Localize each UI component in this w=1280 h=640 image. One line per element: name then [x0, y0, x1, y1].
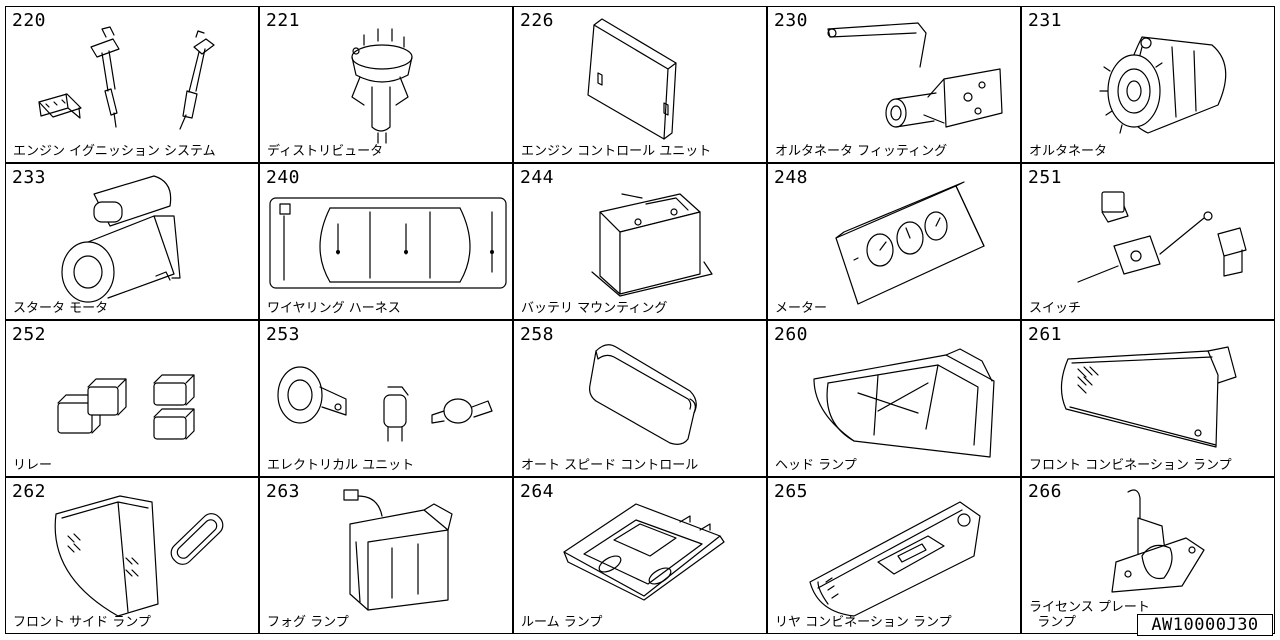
switch-icon	[1077, 191, 1247, 283]
engine-control-unit-icon	[587, 18, 677, 140]
catalog-cell-240[interactable]: 240 ワイヤリング ハーネス	[259, 163, 513, 320]
part-code: 233	[12, 167, 47, 188]
part-name: メーター	[775, 301, 828, 316]
part-code: 265	[774, 481, 809, 502]
catalog-cell-253[interactable]: 253 エレクトリカル ユニット	[259, 320, 513, 477]
catalog-cell-264[interactable]: 264 ルーム ランプ	[513, 477, 767, 634]
part-name: リレー	[13, 458, 53, 473]
ignition-system-icon	[38, 26, 215, 130]
part-code: 261	[1028, 324, 1063, 345]
part-name: オルタネータ	[1029, 144, 1108, 159]
catalog-cell-226[interactable]: 226 エンジン コントロール ユニット	[513, 6, 767, 163]
part-name: ワイヤリング ハーネス	[267, 301, 401, 316]
auto-speed-control-icon	[589, 344, 697, 445]
starter-motor-icon	[61, 175, 181, 303]
part-name: バッテリ マウンティング	[521, 301, 668, 316]
part-code: 240	[266, 167, 301, 188]
catalog-cell-265[interactable]: 265 リヤ コンビネーション ランプ	[767, 477, 1021, 634]
catalog-cell-231[interactable]: 231 オルタネータ	[1021, 6, 1275, 163]
part-code: 226	[520, 10, 555, 31]
part-code: 231	[1028, 10, 1063, 31]
catalog-cell-262[interactable]: 262 フロント サイド ランプ	[5, 477, 259, 634]
part-code: 230	[774, 10, 809, 31]
part-name: エレクトリカル ユニット	[267, 458, 415, 473]
meter-icon	[835, 181, 985, 305]
part-code: 221	[266, 10, 301, 31]
part-name: オルタネータ フィッティング	[775, 144, 948, 159]
part-name: エンジン イグニッション システム	[13, 144, 216, 159]
part-name: リヤ コンビネーション ランプ	[775, 615, 952, 630]
catalog-cell-251[interactable]: 251 スイッチ	[1021, 163, 1275, 320]
alternator-icon	[1099, 36, 1227, 134]
catalog-cell-244[interactable]: 244 バッテリ マウンティング	[513, 163, 767, 320]
part-code: 220	[12, 10, 47, 31]
part-name: ライセンス プレート ランプ	[1029, 600, 1150, 630]
catalog-cell-252[interactable]: 252 リレー	[5, 320, 259, 477]
catalog-cell-261[interactable]: 261 フロント コンビネーション ランプ	[1021, 320, 1275, 477]
fog-lamp-icon	[343, 489, 453, 611]
license-plate-lamp-icon	[1111, 489, 1205, 593]
part-name: フロント サイド ランプ	[13, 615, 151, 630]
room-lamp-icon	[563, 503, 725, 601]
part-name: オート スピード コントロール	[521, 458, 699, 473]
part-name: ルーム ランプ	[521, 615, 603, 630]
part-name: エンジン コントロール ユニット	[521, 144, 712, 159]
part-code: 263	[266, 481, 301, 502]
part-name: スタータ モータ	[13, 301, 109, 316]
catalog-cell-260[interactable]: 260 ヘッド ランプ	[767, 320, 1021, 477]
catalog-cell-258[interactable]: 258 オート スピード コントロール	[513, 320, 767, 477]
head-lamp-icon	[813, 348, 995, 458]
distributor-icon	[351, 28, 413, 144]
catalog-cell-221[interactable]: 221 ディストリビュータ	[259, 6, 513, 163]
battery-mounting-icon	[591, 193, 713, 297]
part-code: 244	[520, 167, 555, 188]
catalog-cell-263[interactable]: 263 フォグ ランプ	[259, 477, 513, 634]
part-code: 258	[520, 324, 555, 345]
part-name: フォグ ランプ	[267, 615, 349, 630]
part-name: ヘッド ランプ	[775, 458, 857, 473]
catalog-cell-233[interactable]: 233 スタータ モータ	[5, 163, 259, 320]
catalog-cell-220[interactable]: 220 エンジン イグニッション システム	[5, 6, 259, 163]
part-name: スイッチ	[1029, 301, 1082, 316]
part-code: 262	[12, 481, 47, 502]
catalog-cell-266[interactable]: 266 ライセンス プレート ランプ	[1021, 477, 1275, 634]
front-combination-lamp-icon	[1060, 346, 1237, 448]
relay-icon	[57, 374, 195, 440]
catalog-cell-230[interactable]: 230 オルタネータ フィッティング	[767, 6, 1021, 163]
figure-code-label: AW10000J30	[1137, 614, 1273, 636]
part-code: 266	[1028, 481, 1063, 502]
electrical-unit-icon	[277, 366, 493, 442]
part-code: 264	[520, 481, 555, 502]
alternator-fitting-icon	[827, 22, 1003, 128]
part-code: 252	[12, 324, 47, 345]
catalog-cell-248[interactable]: 248 メーター	[767, 163, 1021, 320]
part-code: 248	[774, 167, 809, 188]
rear-combination-lamp-icon	[809, 501, 981, 617]
part-code: 260	[774, 324, 809, 345]
parts-catalog-grid: 220 エンジン イグニッション システム 221 ディストリビュータ 22	[5, 6, 1275, 634]
front-side-lamp-icon	[54, 495, 224, 617]
part-name: フロント コンビネーション ランプ	[1029, 458, 1232, 473]
wiring-harness-icon	[269, 197, 507, 289]
part-name: ディストリビュータ	[267, 144, 384, 159]
part-code: 251	[1028, 167, 1063, 188]
part-code: 253	[266, 324, 301, 345]
